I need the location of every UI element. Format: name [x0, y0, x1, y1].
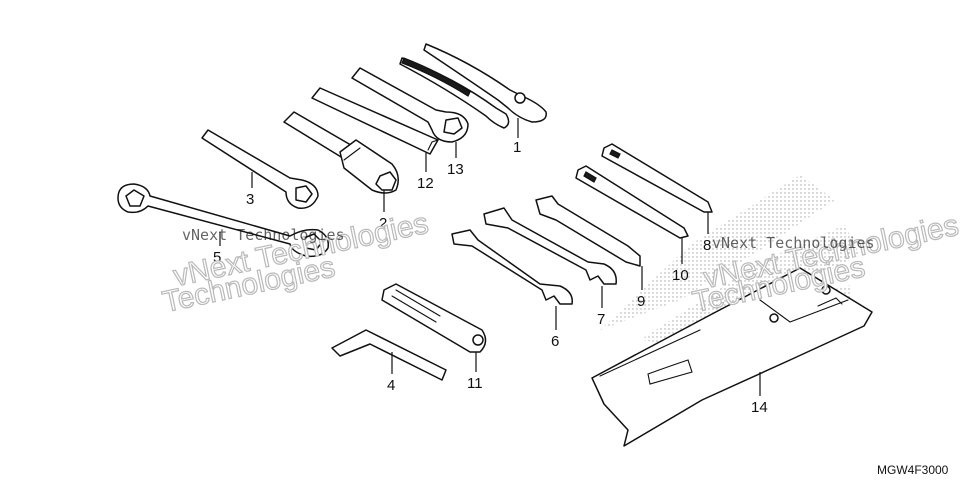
callout-12: 12	[417, 175, 434, 192]
leader-lines	[219, 118, 761, 396]
diagram-code: MGW4F3000	[877, 463, 949, 477]
watermark-small-right: vNext Technologies	[712, 234, 875, 252]
callout-11: 11	[467, 375, 483, 392]
callout-4: 4	[387, 377, 395, 394]
callout-13: 13	[447, 161, 464, 178]
part-13-box-wrench	[351, 67, 469, 143]
part-2-spark-plug-wrench	[283, 111, 399, 194]
callout-6: 6	[551, 333, 559, 350]
part-11-handle	[381, 283, 487, 353]
part-3-box-wrench	[201, 129, 319, 209]
watermark-small-left: vNext Technologies	[182, 226, 345, 244]
part-4-hex-wrench	[331, 329, 447, 381]
callout-2: 2	[379, 215, 387, 232]
part-5-offset-box-wrench	[117, 183, 330, 258]
callout-3: 3	[246, 191, 254, 208]
part-12-extension-bar	[311, 87, 439, 155]
part-1-pliers	[399, 43, 547, 129]
callout-10: 10	[672, 267, 689, 284]
callout-9: 9	[637, 293, 645, 310]
callout-7: 7	[597, 311, 605, 328]
callout-8: 8	[703, 237, 711, 254]
part-10-screwdriver	[575, 165, 689, 239]
part-14-tool-bag	[591, 267, 873, 447]
callout-1: 1	[513, 139, 521, 156]
callouts: 1 13 12 2 3 5 4 11 6 7 9 10 8 14	[213, 139, 768, 416]
callout-5: 5	[213, 249, 221, 266]
callout-14: 14	[751, 399, 768, 416]
part-9-open-end-wrench	[535, 195, 641, 267]
part-8-screwdriver	[601, 143, 713, 213]
part-7-open-end-wrench	[483, 207, 617, 285]
part-6-open-end-wrench	[451, 229, 573, 305]
